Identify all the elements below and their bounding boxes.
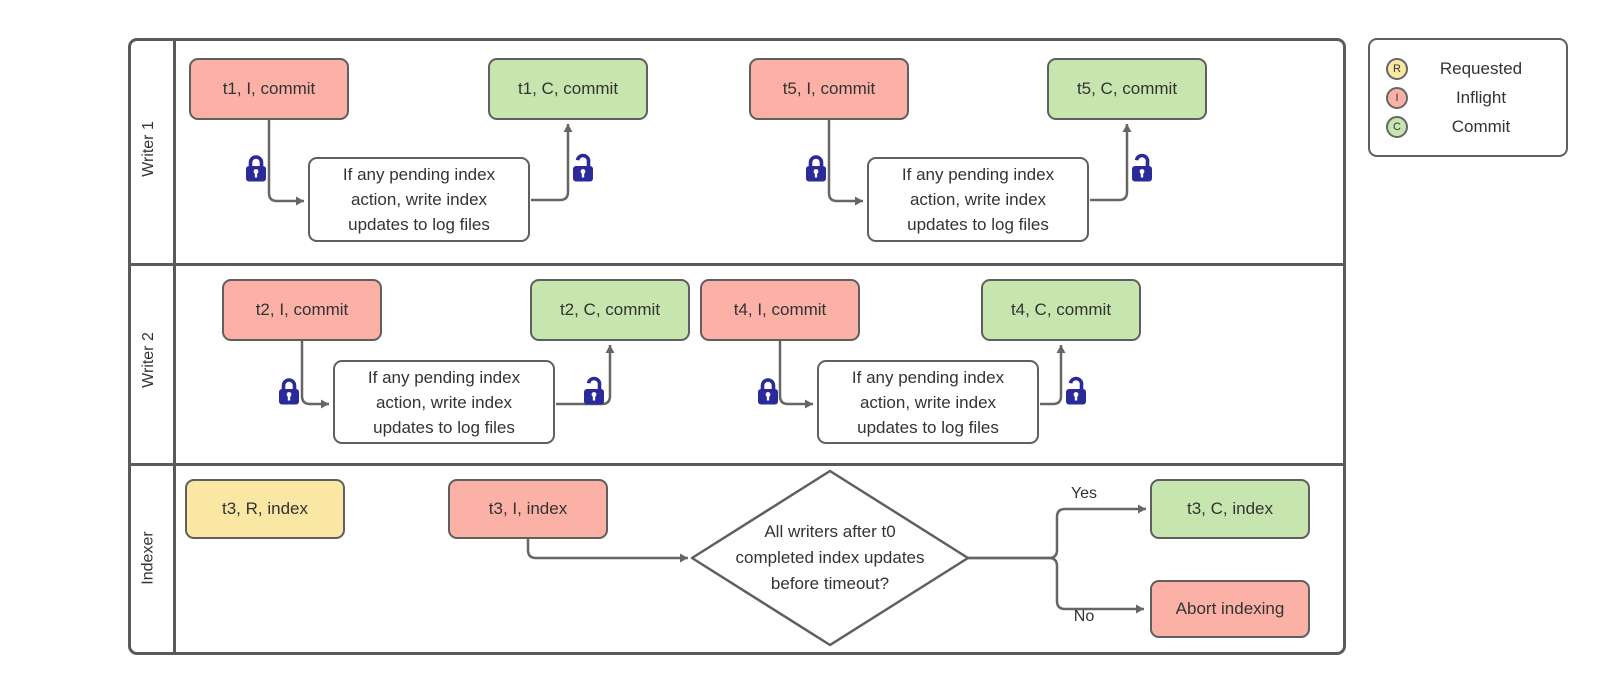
closed-lock-icon (758, 378, 778, 405)
connector-process-to-t5-commit (1090, 124, 1132, 202)
connector-decision-no (968, 556, 1144, 614)
legend-label-requested: Requested (1439, 58, 1523, 78)
node-abort-indexing: Abort indexing (1150, 580, 1310, 638)
node-t2-commit-label: t2, C, commit (559, 300, 661, 319)
decision-no-label: No (1073, 608, 1095, 625)
legend-label-inflight: Inflight (1455, 87, 1507, 107)
connector-process-to-t4-commit (1040, 345, 1066, 406)
open-lock-icon (573, 153, 593, 182)
legend-letter: C (1393, 120, 1401, 133)
legend-label-commit: Commit (1451, 116, 1511, 136)
node-t2-inflight: t2, I, commit (222, 279, 382, 341)
connector-process-to-t1-commit (531, 124, 573, 202)
node-t2-commit: t2, C, commit (530, 279, 690, 341)
node-t3-commit: t3, C, index (1150, 479, 1310, 539)
process-note-writer2-b: If any pending index action, write index… (817, 360, 1039, 444)
decision-yes-label: Yes (1070, 485, 1098, 502)
open-lock-icon (1066, 376, 1086, 405)
lane-divider-1 (131, 263, 1343, 266)
node-t4-inflight-label: t4, I, commit (733, 300, 827, 319)
node-t3-requested-label: t3, R, index (222, 499, 308, 518)
node-t5-commit-label: t5, C, commit (1076, 79, 1178, 98)
node-t5-inflight: t5, I, commit (749, 58, 909, 120)
node-t1-commit: t1, C, commit (488, 58, 648, 120)
process-note-text: If any pending index action, write index… (851, 367, 1005, 437)
node-t1-inflight-label: t1, I, commit (222, 79, 316, 98)
node-t1-inflight: t1, I, commit (189, 58, 349, 120)
closed-lock-icon (279, 378, 299, 405)
node-t4-commit-label: t4, C, commit (1010, 300, 1112, 319)
connector-t2-inflight-to-process (300, 341, 329, 409)
requested-state-icon: R (1386, 57, 1408, 80)
legend: R Requested I Inflight C Commit (1368, 38, 1568, 157)
inflight-state-icon: I (1386, 86, 1408, 109)
commit-state-icon: C (1386, 115, 1408, 138)
legend-row-commit: C Commit (1386, 114, 1554, 139)
process-note-writer1-a: If any pending index action, write index… (308, 157, 530, 242)
legend-row-requested: R Requested (1386, 56, 1554, 81)
lane-header-divider (173, 41, 176, 652)
legend-row-inflight: I Inflight (1386, 85, 1554, 110)
open-lock-icon (584, 376, 604, 405)
process-note-text: If any pending index action, write index… (367, 367, 521, 437)
open-lock-icon (1132, 153, 1152, 182)
node-abort-indexing-label: Abort indexing (1175, 599, 1285, 618)
node-t4-inflight: t4, I, commit (700, 279, 860, 341)
connector-t3-inflight-to-decision (526, 539, 688, 563)
node-t3-requested: t3, R, index (185, 479, 345, 539)
node-t5-inflight-label: t5, I, commit (782, 79, 876, 98)
process-note-text: If any pending index action, write index… (342, 165, 496, 234)
node-t3-commit-label: t3, C, index (1187, 499, 1273, 518)
node-t5-commit: t5, C, commit (1047, 58, 1207, 120)
connector-t1-inflight-to-process (267, 120, 304, 206)
closed-lock-icon (246, 155, 266, 182)
legend-letter: R (1393, 62, 1401, 75)
node-t2-inflight-label: t2, I, commit (255, 300, 349, 319)
closed-lock-icon (806, 155, 826, 182)
connector-t4-inflight-to-process (778, 341, 813, 409)
decision-question: All writers after t0 completed index upd… (735, 522, 925, 593)
process-note-writer2-a: If any pending index action, write index… (333, 360, 555, 444)
process-note-writer1-b: If any pending index action, write index… (867, 157, 1089, 242)
node-t4-commit: t4, C, commit (981, 279, 1141, 341)
legend-letter: I (1395, 91, 1399, 104)
node-t3-inflight-label: t3, I, index (488, 499, 568, 518)
node-t3-inflight: t3, I, index (448, 479, 608, 539)
process-note-text: If any pending index action, write index… (901, 165, 1055, 234)
connector-t5-inflight-to-process (827, 120, 863, 206)
node-t1-commit-label: t1, C, commit (517, 79, 619, 98)
lane-divider-2 (131, 463, 1343, 466)
decision-diamond (690, 469, 970, 647)
connector-decision-yes (968, 504, 1146, 560)
